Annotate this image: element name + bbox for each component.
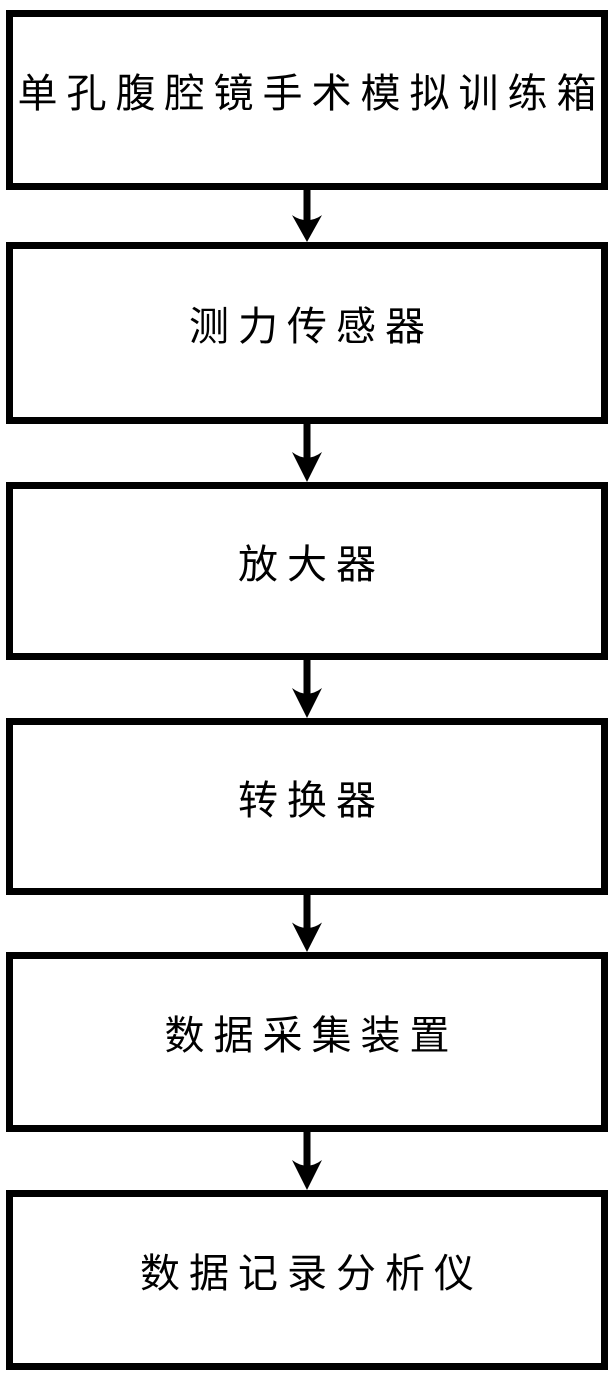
node-label-amplifier: 放大器 [238, 542, 385, 587]
arrow-down-icon [292, 190, 322, 242]
node-label-data-recorder: 数据记录分析仪 [140, 1251, 483, 1296]
flowchart-node-converter: 转换器 [6, 718, 608, 895]
flowchart-node-training-box: 单孔腹腔镜手术模拟训练箱 [6, 10, 608, 190]
node-label-training-box: 单孔腹腔镜手术模拟训练箱 [17, 71, 606, 116]
arrow-down-icon [292, 424, 322, 482]
arrow-down-icon [292, 1132, 322, 1190]
arrow-down-icon [292, 895, 322, 952]
node-label-force-sensor: 测力传感器 [189, 304, 434, 349]
flowchart-node-amplifier: 放大器 [6, 482, 608, 660]
node-label-daq-device: 数据采集装置 [164, 1013, 459, 1058]
flowchart-node-force-sensor: 测力传感器 [6, 242, 608, 424]
flowchart-node-daq-device: 数据采集装置 [6, 952, 608, 1132]
arrow-down-icon [292, 660, 322, 718]
flowchart-node-data-recorder: 数据记录分析仪 [6, 1190, 608, 1370]
node-label-converter: 转换器 [238, 777, 385, 823]
